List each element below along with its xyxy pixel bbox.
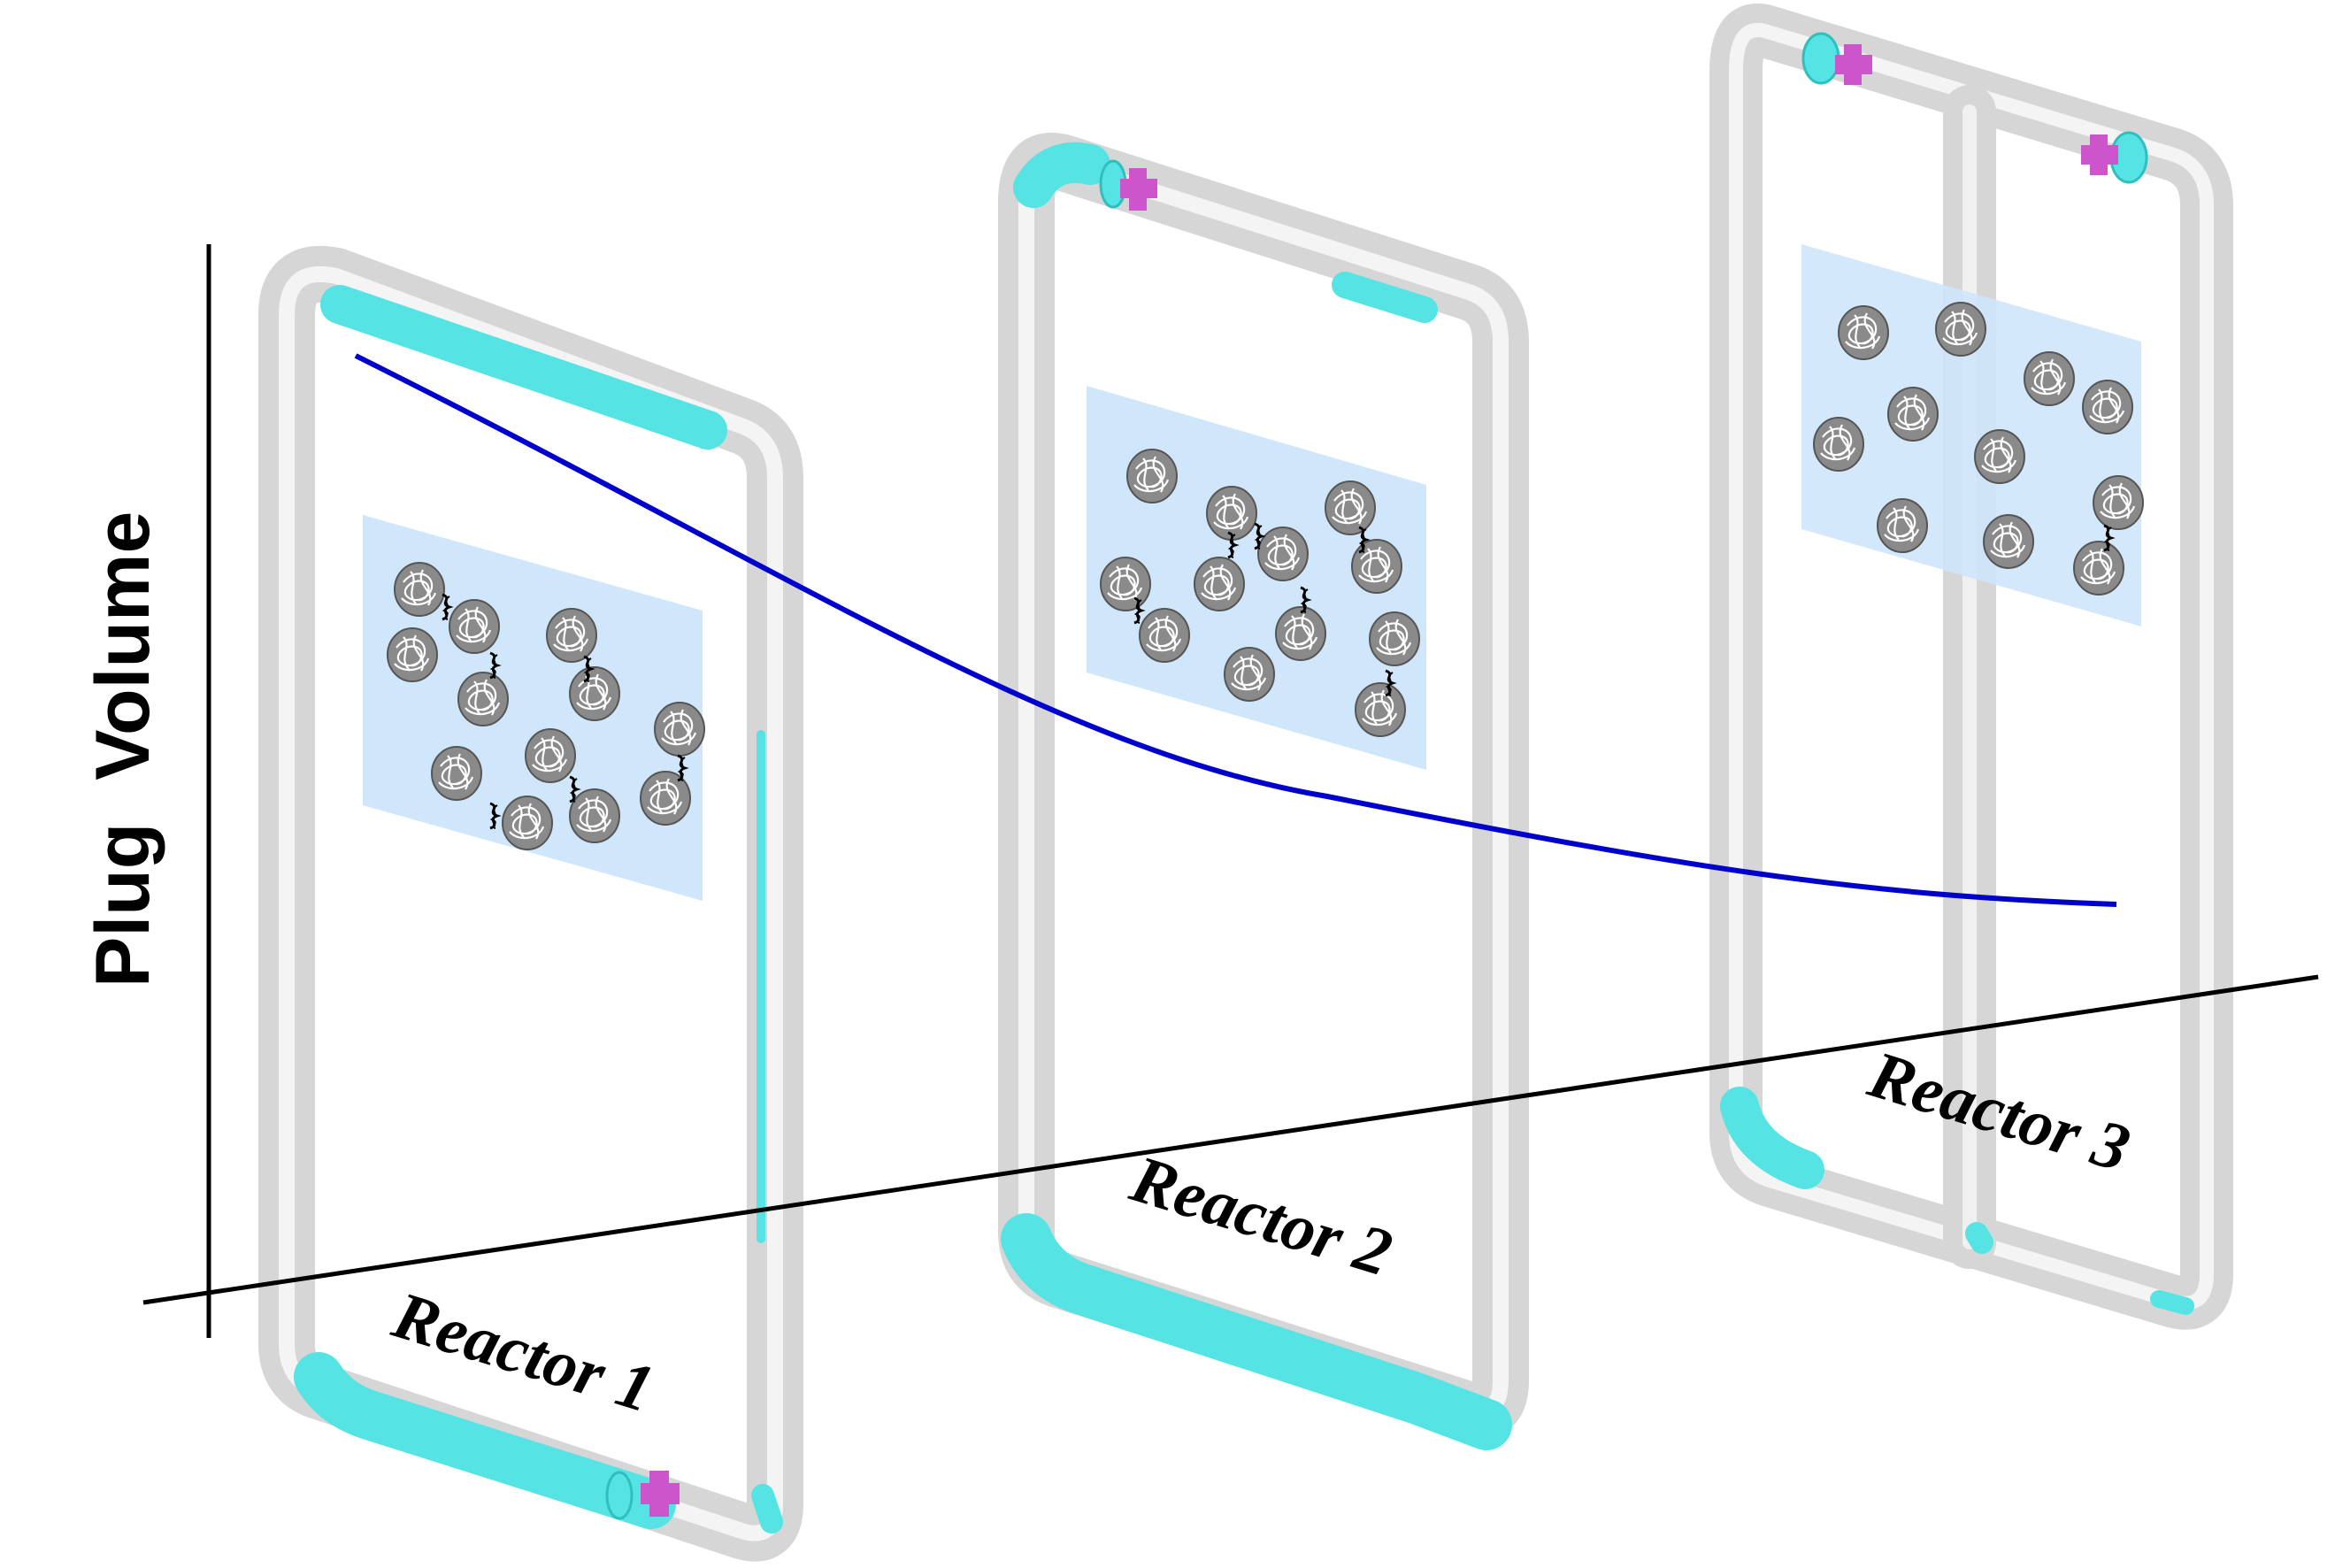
reactor-3-port-top-left	[1801, 32, 1872, 85]
reactor-2-label: Reactor 2	[1122, 1141, 1400, 1291]
reactor-3-label: Reactor 3	[1860, 1037, 2138, 1187]
reactor-1-fluid-top	[320, 285, 727, 450]
reactor-3	[1709, 3, 2233, 1330]
reactor-2-fluid-top-left	[1013, 142, 1110, 208]
reactor-1-fluid-bottom	[294, 1352, 676, 1529]
reactor-3-fluid-bottom-left	[1720, 1087, 1824, 1189]
reactor-2-port	[1099, 159, 1157, 211]
reactor-2	[998, 132, 1529, 1450]
reactor-3-port-top-right	[2081, 131, 2148, 184]
y-axis-label: Plug Volume	[81, 511, 165, 988]
reactor-1-port	[605, 1471, 680, 1520]
x-axis	[142, 974, 2319, 1305]
reactor-2-fluid-bottom	[1001, 1213, 1512, 1450]
reactor-1	[258, 245, 803, 1562]
plug-volume-curve	[354, 353, 2117, 907]
reactor-2-fluid-top-right	[1332, 272, 1438, 323]
